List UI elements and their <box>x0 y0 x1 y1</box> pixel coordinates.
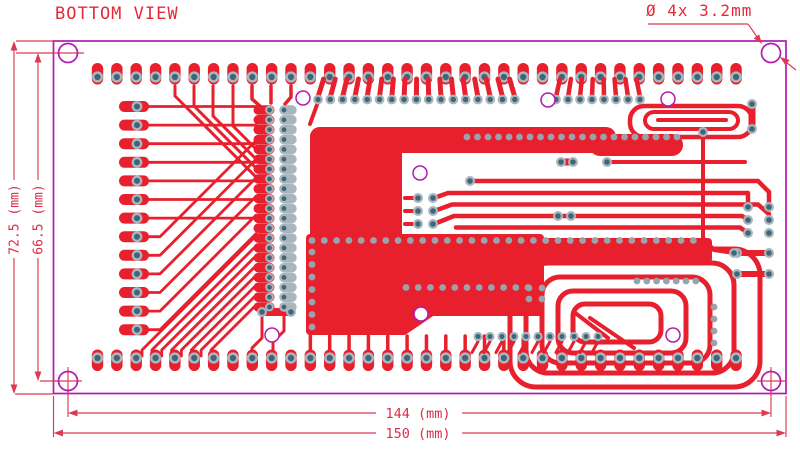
board-outline <box>52 40 787 395</box>
dimension-label-hole-spacing-horizontal: 144 (mm) <box>376 406 460 422</box>
header-col-right <box>279 105 297 312</box>
pads <box>91 63 742 371</box>
dimension-label-board-width: 150 (mm) <box>376 426 460 442</box>
vias <box>308 133 718 347</box>
top-row <box>91 63 742 85</box>
bottom-row <box>91 334 742 371</box>
drawing-title: BOTTOM VIEW <box>55 4 179 24</box>
dimension-label-board-height: 72.5 (mm) <box>7 184 23 255</box>
single-pads <box>257 99 774 317</box>
unplated-holes <box>264 90 681 343</box>
small-bottom-row <box>470 331 603 354</box>
left-col <box>119 101 149 336</box>
second-row-left <box>313 76 520 105</box>
dimension-label-hole-spacing-vertical: 66.5 (mm) <box>31 184 47 255</box>
traces <box>140 84 772 358</box>
mounting-holes <box>57 42 782 392</box>
copper-plane <box>306 127 712 335</box>
header-col-left <box>253 105 275 312</box>
hole-diameter-callout: Ø 4x 3.2mm <box>646 1 753 20</box>
